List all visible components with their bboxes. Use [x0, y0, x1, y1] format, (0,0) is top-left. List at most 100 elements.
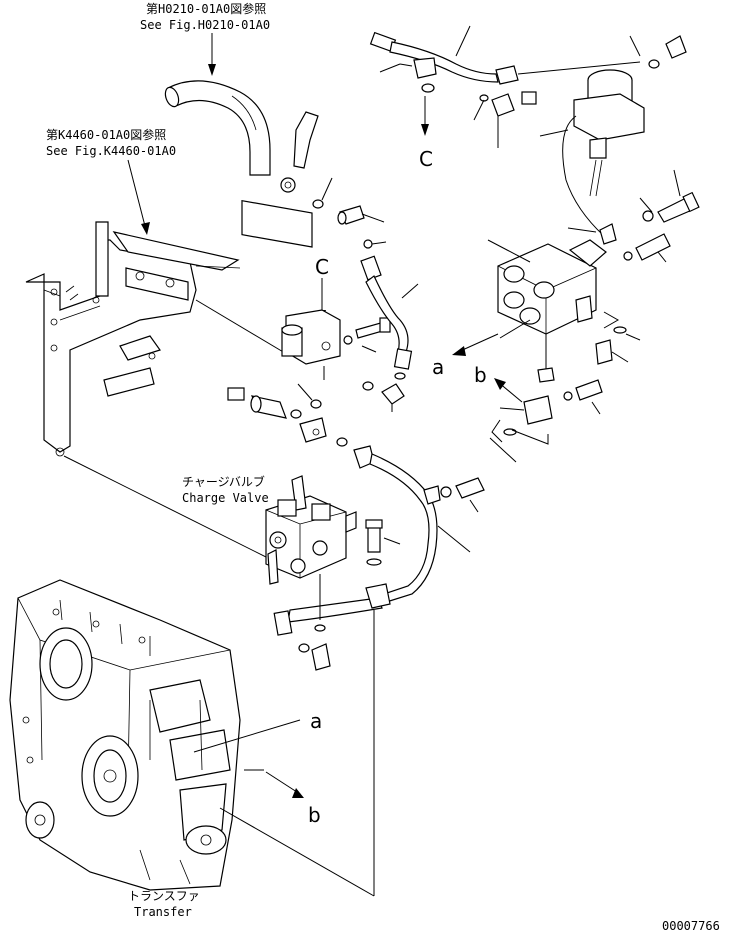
- upper-hose: [369, 31, 519, 85]
- o-ring-1: [312, 199, 324, 209]
- bracket-reference-jp: 第K4460-01A0図参照: [46, 127, 166, 142]
- o-ring-2: [363, 239, 373, 249]
- small-hose: [360, 255, 413, 370]
- o-ring-2-leader: [371, 241, 387, 245]
- bolt-r4-leader: [591, 401, 601, 415]
- connector-fitting-1-end: [337, 211, 347, 225]
- vertical-bolt-leader: [383, 537, 401, 545]
- reducing-valve: [497, 239, 607, 335]
- bolt-r2: [635, 233, 671, 261]
- mounting-bracket: [25, 221, 241, 457]
- marker-c-top-arrowhead: [421, 124, 429, 136]
- washer-r1-leader: [639, 197, 653, 213]
- solenoid-valve-block: [281, 309, 341, 365]
- tee-fitting-port: [312, 428, 320, 436]
- o-ring-9-leader: [473, 99, 485, 121]
- adapter-fitting: [665, 35, 687, 59]
- transfer-to-a-line: [193, 719, 301, 753]
- marker-a-right-arrowhead: [452, 346, 466, 356]
- o-ring-7: [314, 624, 326, 632]
- bracket-group-leader: [603, 311, 620, 329]
- o-ring-3: [394, 372, 406, 380]
- washer-r5: [503, 428, 517, 436]
- hose-to-sensor-line: [517, 61, 641, 75]
- elbow-pipe: [164, 80, 319, 248]
- bracket-clip-leader: [567, 227, 597, 233]
- o-ring-lower-leader: [297, 383, 313, 401]
- marker-a-right-line: [457, 333, 499, 353]
- bolt-r2-leader: [657, 251, 667, 263]
- upper-tee-fitting: [413, 57, 437, 79]
- small-bracket-leader: [499, 407, 525, 411]
- bracket-reference-arrowhead: [141, 222, 150, 235]
- marker-a-right: a: [432, 355, 444, 379]
- bracket-group-bracket: [491, 419, 503, 443]
- o-ring-lower: [310, 399, 322, 409]
- hose-clamp: [365, 583, 391, 609]
- o-ring-10: [648, 59, 660, 69]
- o-ring-5: [336, 437, 348, 447]
- hose-reference-en: See Fig.H0210-01A0: [140, 18, 270, 32]
- upper-hose-leader: [455, 25, 471, 57]
- bolt-clamp: [455, 477, 485, 499]
- bracket-to-block-line: [195, 299, 291, 357]
- reducing-valve-leader: [487, 239, 531, 263]
- nut-lower: [537, 367, 555, 383]
- bolt-r3: [595, 339, 613, 365]
- o-ring-6: [298, 643, 310, 653]
- marker-b-lower: b: [308, 803, 321, 827]
- marker-b-right-arrowhead: [494, 378, 506, 390]
- vertical-bolt-washer: [366, 558, 382, 566]
- pressure-sensor: [573, 69, 645, 197]
- marker-b-lower-arrowhead: [292, 788, 304, 798]
- connector-fitting-1-leader: [361, 213, 385, 223]
- hose-reference-arrowhead: [208, 64, 216, 76]
- washer-block: [343, 335, 353, 345]
- bolt-r4: [575, 379, 603, 401]
- small-bracket: [523, 395, 553, 425]
- bolt-r3-leader: [611, 351, 629, 363]
- sensor-wire: [562, 115, 605, 237]
- bracket-reference-leader: [127, 159, 147, 231]
- sensor-wire-leader: [539, 129, 569, 137]
- elbow-upper: [491, 93, 515, 117]
- o-ring-4: [290, 409, 302, 419]
- vertical-bolt-head: [365, 519, 383, 529]
- o-ring-1-leader: [321, 177, 333, 201]
- washer-r2: [623, 251, 633, 261]
- cap-upper: [521, 91, 537, 105]
- bolt-head-block: [379, 317, 391, 333]
- washer-r3: [613, 326, 627, 334]
- bracket-clip: [599, 223, 617, 245]
- elbow-fitting: [381, 383, 405, 405]
- marker-b-lower-line: [265, 771, 301, 795]
- upper-tee-leader: [399, 63, 413, 67]
- charge-valve-label-en: Charge Valve: [182, 491, 269, 505]
- washer-clamp: [440, 486, 452, 498]
- transfer-label-en: Transfer: [134, 905, 192, 919]
- o-ring-10-leader: [629, 35, 641, 57]
- bracket-reference-en: See Fig.K4460-01A0: [46, 144, 176, 158]
- bolt-r1-head: [682, 191, 700, 213]
- hose-reference-jp: 第H0210-01A0図参照: [146, 1, 266, 16]
- bracket-to-valve-line: [63, 455, 273, 561]
- marker-a-lower: a: [310, 709, 322, 733]
- marker-c-mid: C: [315, 255, 329, 279]
- marker-b-right: b: [474, 363, 487, 387]
- washer-r4: [563, 391, 573, 401]
- o-ring-block: [362, 381, 374, 391]
- transfer-to-clamp-line: [219, 807, 375, 897]
- pressure-switch-end: [250, 395, 262, 413]
- transfer-case: [9, 579, 241, 891]
- washer-r1: [642, 210, 654, 222]
- o-ring-8: [421, 83, 435, 93]
- bolt-block-leader: [361, 345, 377, 353]
- long-hose-leader: [437, 525, 471, 553]
- marker-c-top: C: [419, 147, 433, 171]
- charge-valve: [265, 475, 357, 585]
- charge-valve-label-jp: チャージバルブ: [182, 474, 265, 489]
- bracket-group-lines: [489, 429, 549, 463]
- drawing-number: 00007766: [662, 919, 720, 933]
- reducing-valve-leader-2: [499, 319, 531, 339]
